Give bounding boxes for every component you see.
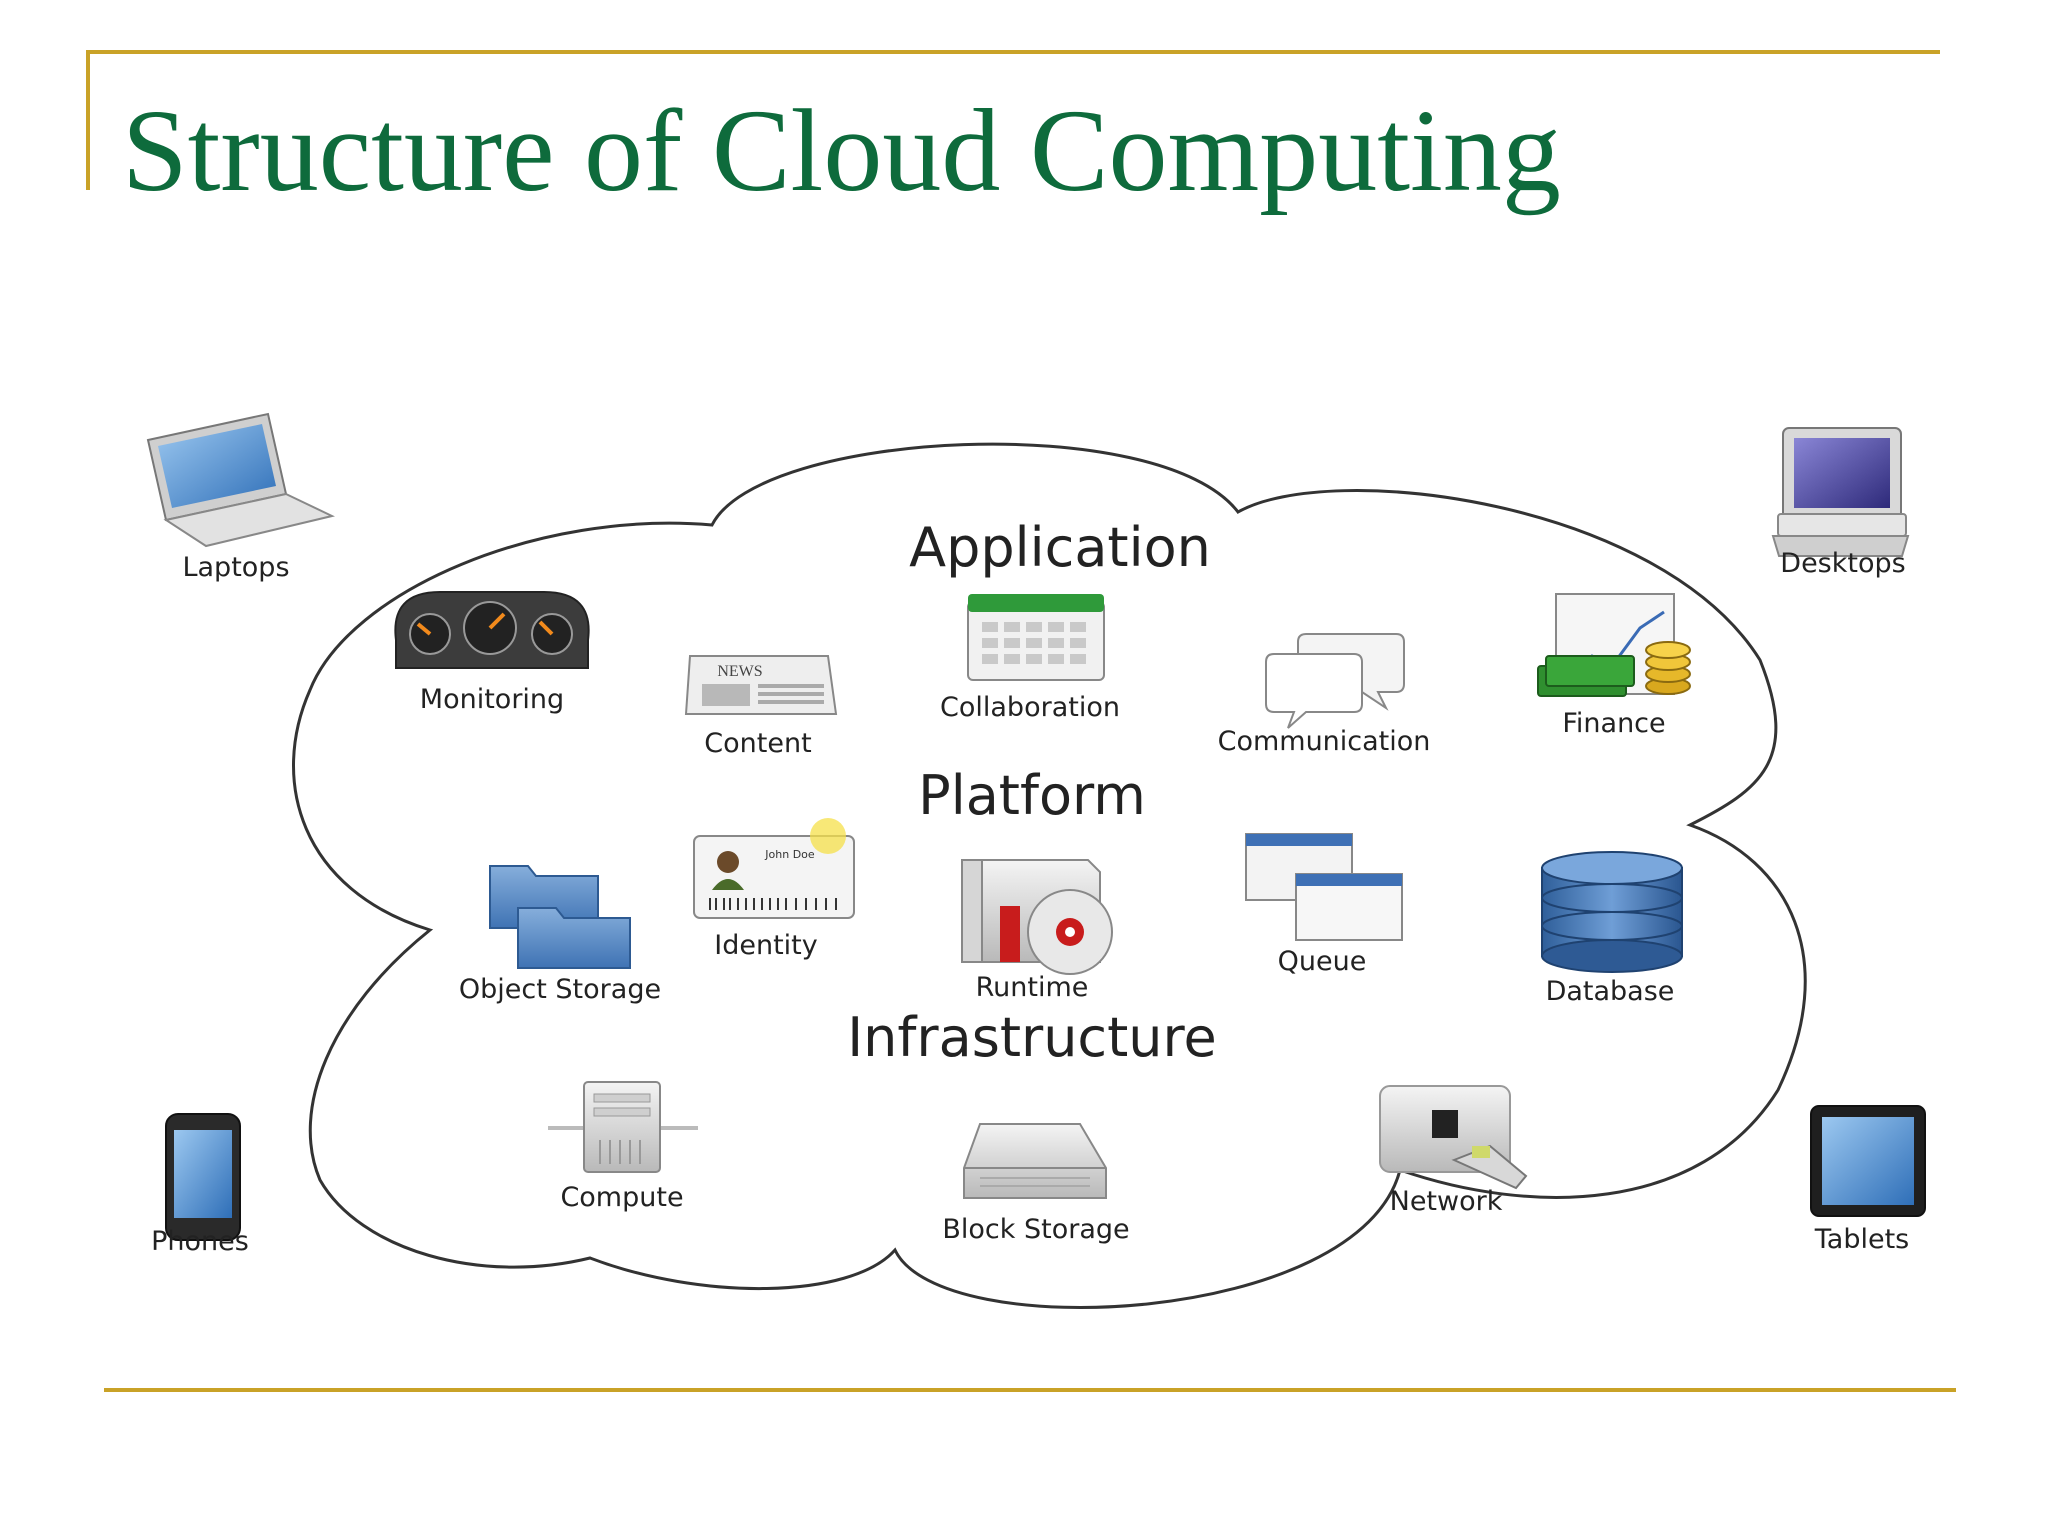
runtime-icon — [961, 859, 1113, 975]
id-card-name: John Doe — [764, 848, 815, 861]
left-rule — [86, 50, 90, 190]
speech-bubbles-icon — [1265, 633, 1405, 729]
laptop-icon — [146, 412, 335, 548]
newspaper-icon: NEWS — [684, 655, 838, 715]
folders-icon — [489, 865, 631, 969]
phone-icon — [165, 1113, 241, 1241]
content-label: Content — [704, 728, 811, 759]
finance-label: Finance — [1562, 708, 1665, 739]
network-label: Network — [1390, 1186, 1503, 1217]
id-card-icon: John Doe — [693, 818, 855, 919]
slide-title: Structure of Cloud Computing — [122, 85, 1561, 216]
runtime-label: Runtime — [976, 972, 1089, 1003]
server-icon — [548, 1081, 698, 1173]
object-storage-label: Object Storage — [459, 974, 661, 1005]
monitoring-icon — [394, 591, 590, 669]
network-port-icon — [1379, 1085, 1528, 1190]
queue-icon — [1245, 833, 1403, 941]
layer-platform-label: Platform — [918, 764, 1146, 827]
desktop-icon — [1771, 427, 1910, 557]
finance-icon — [1537, 593, 1691, 697]
identity-label: Identity — [714, 930, 817, 961]
layer-application-label: Application — [909, 516, 1211, 579]
bottom-rule — [104, 1388, 1956, 1392]
monitoring-label: Monitoring — [420, 684, 564, 715]
collaboration-label: Collaboration — [940, 692, 1120, 723]
tablets-label: Tablets — [1814, 1224, 1909, 1255]
tablet-icon — [1810, 1105, 1926, 1217]
news-masthead: NEWS — [717, 663, 762, 680]
hard-drive-icon — [963, 1123, 1107, 1199]
database-icon — [1541, 851, 1683, 973]
calendar-icon — [967, 594, 1105, 681]
block-storage-label: Block Storage — [942, 1214, 1129, 1245]
phones-label: Phones — [151, 1226, 249, 1257]
layer-infrastructure-label: Infrastructure — [847, 1006, 1217, 1069]
desktops-label: Desktops — [1780, 548, 1905, 579]
compute-label: Compute — [560, 1182, 683, 1213]
database-label: Database — [1546, 976, 1675, 1007]
communication-label: Communication — [1218, 726, 1431, 757]
top-rule — [86, 50, 1940, 54]
queue-label: Queue — [1278, 946, 1367, 977]
laptops-label: Laptops — [182, 552, 289, 583]
